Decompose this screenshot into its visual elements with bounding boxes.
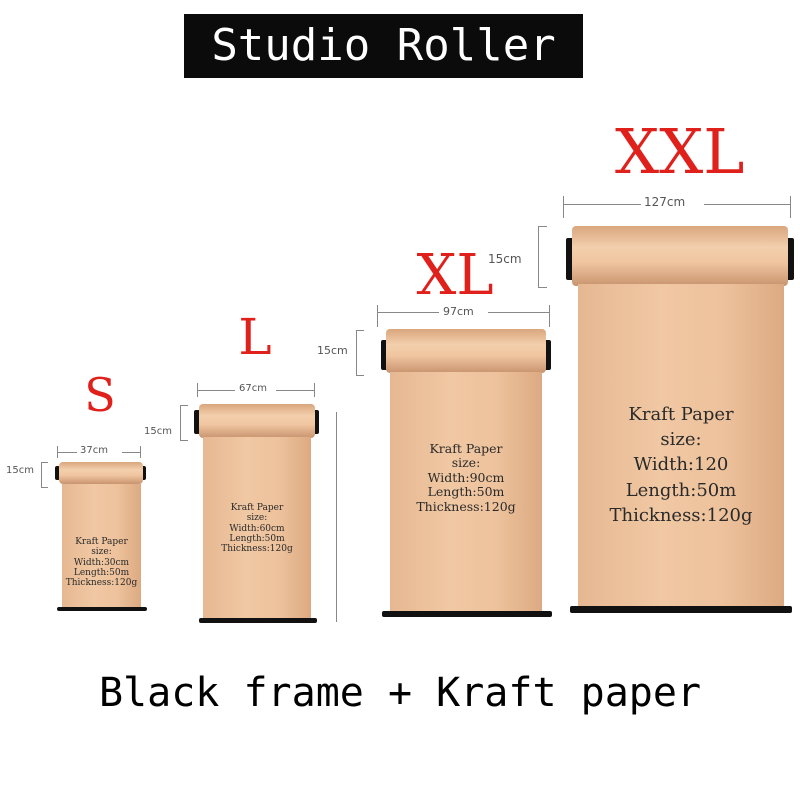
spec-line: Length:50m — [229, 534, 285, 545]
length-guide — [336, 412, 337, 622]
dim-tick-left — [377, 305, 378, 327]
paper-roll — [572, 226, 788, 286]
roller-bracket — [381, 340, 388, 370]
height-dimension: 15cm — [6, 465, 34, 476]
paper-specs: Kraft Paper size: Width:60cm Length:50m … — [203, 503, 311, 555]
dim-line — [197, 390, 235, 391]
bottom-rod — [382, 611, 552, 617]
height-bracket — [356, 330, 364, 376]
spec-line: Kraft Paper — [75, 537, 128, 547]
spec-line: Thickness:120g — [221, 544, 293, 555]
dim-line — [57, 452, 77, 453]
spec-line: Length:50m — [73, 568, 130, 579]
dim-line — [488, 312, 549, 313]
height-bracket — [538, 226, 547, 288]
bottom-rod — [570, 606, 792, 613]
roller-bracket — [785, 238, 794, 280]
size-label-s: S — [84, 368, 116, 422]
page-title: Studio Roller — [184, 14, 583, 78]
spec-line: Thickness:120g — [65, 578, 138, 589]
size-label-l: L — [238, 308, 272, 366]
dim-tick-right — [790, 196, 791, 218]
dim-tick-left — [563, 196, 564, 218]
spec-line: Width:30cm — [73, 557, 130, 568]
bottom-rod — [199, 618, 317, 623]
spec-line: size: — [660, 429, 702, 451]
spec-line: Width:60cm — [229, 523, 285, 534]
paper-specs: Kraft Paper size: Width:90cm Length:50m … — [390, 441, 542, 514]
kraft-paper-sheet — [390, 372, 542, 612]
kraft-paper-sheet — [62, 484, 141, 608]
height-bracket — [180, 405, 188, 441]
spec-line: size: — [451, 455, 481, 471]
bottom-rod — [57, 607, 147, 611]
spec-line: size: — [91, 547, 112, 558]
height-dimension: 15cm — [144, 426, 172, 437]
roller-bracket — [566, 238, 575, 280]
roller-bracket — [313, 410, 319, 434]
dim-line — [563, 204, 641, 205]
dim-line — [377, 312, 439, 313]
height-bracket — [41, 462, 48, 488]
spec-line: Kraft Paper — [230, 503, 284, 513]
spec-line: Thickness:120g — [416, 498, 516, 514]
width-dimension: 37cm — [80, 445, 108, 456]
width-dimension: 97cm — [443, 305, 474, 318]
kraft-paper-sheet — [578, 284, 784, 608]
spec-line: Thickness:120g — [609, 504, 753, 526]
width-dimension: 67cm — [239, 383, 267, 394]
dim-line — [276, 390, 314, 391]
roller-bracket — [544, 340, 551, 370]
dim-tick-right — [549, 305, 550, 327]
spec-line: Length:50m — [427, 484, 505, 500]
height-dimension: 15cm — [488, 252, 522, 266]
paper-specs: Kraft Paper size: Width:120 Length:50m T… — [578, 402, 784, 528]
roller-bracket — [141, 466, 146, 480]
spec-line: Width:120 — [633, 454, 729, 476]
size-label-xxl: XXL — [615, 115, 745, 188]
dim-tick-right — [140, 446, 141, 458]
dim-line — [122, 452, 140, 453]
paper-roll — [386, 329, 546, 373]
size-label-xl: XL — [416, 243, 494, 308]
spec-line: Length:50m — [625, 479, 737, 501]
kraft-paper-sheet — [203, 437, 311, 619]
paper-specs: Kraft Paper size: Width:30cm Length:50m … — [62, 537, 141, 589]
spec-line: size: — [246, 513, 268, 524]
dim-line — [704, 204, 790, 205]
height-dimension: 15cm — [317, 344, 348, 357]
dim-tick-right — [314, 383, 315, 397]
width-dimension: 127cm — [644, 195, 686, 209]
spec-line: Kraft Paper — [429, 441, 503, 456]
roller-bracket — [55, 466, 60, 480]
caption: Black frame + Kraft paper — [98, 670, 702, 716]
spec-line: Kraft Paper — [628, 404, 734, 425]
spec-line: Width:90cm — [427, 469, 505, 485]
paper-roll — [59, 462, 143, 484]
paper-roll — [199, 404, 315, 438]
roller-bracket — [194, 410, 200, 434]
